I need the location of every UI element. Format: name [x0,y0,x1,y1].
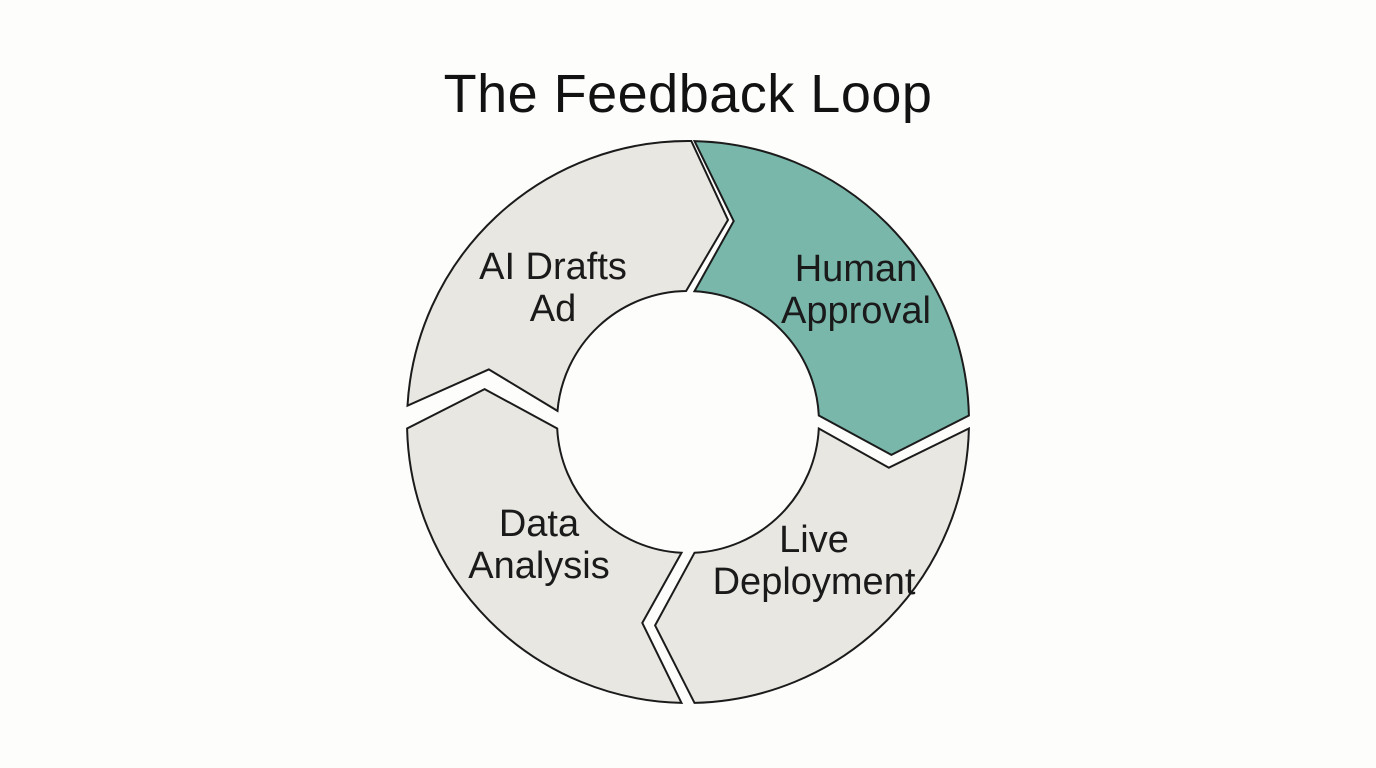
segment-label-line: Live [779,519,849,561]
page-title: The Feedback Loop [443,64,933,124]
segment-label-line: Analysis [468,545,610,587]
segment-label-ai-drafts-ad: AI Drafts Ad [479,246,627,330]
segment-label-line: Deployment [712,561,916,603]
segment-label-human-approval: Human Approval [781,248,931,332]
segment-shape-live-deployment [653,426,970,704]
segment-shape-ai-drafts-ad [406,139,730,413]
segment-label-line: Data [498,503,580,545]
segment-label-line: Approval [781,290,931,332]
segment-label-live-deployment: Live Deployment [713,519,916,603]
segment-shape-data-analysis [406,387,684,704]
segment-shape-human-approval [692,140,970,457]
segment-label-line: Human [794,248,918,290]
segment-label-line: Ad [529,288,577,330]
segment-label-data-analysis: Data Analysis [468,503,610,587]
segment-label-line: AI Drafts [479,246,627,288]
